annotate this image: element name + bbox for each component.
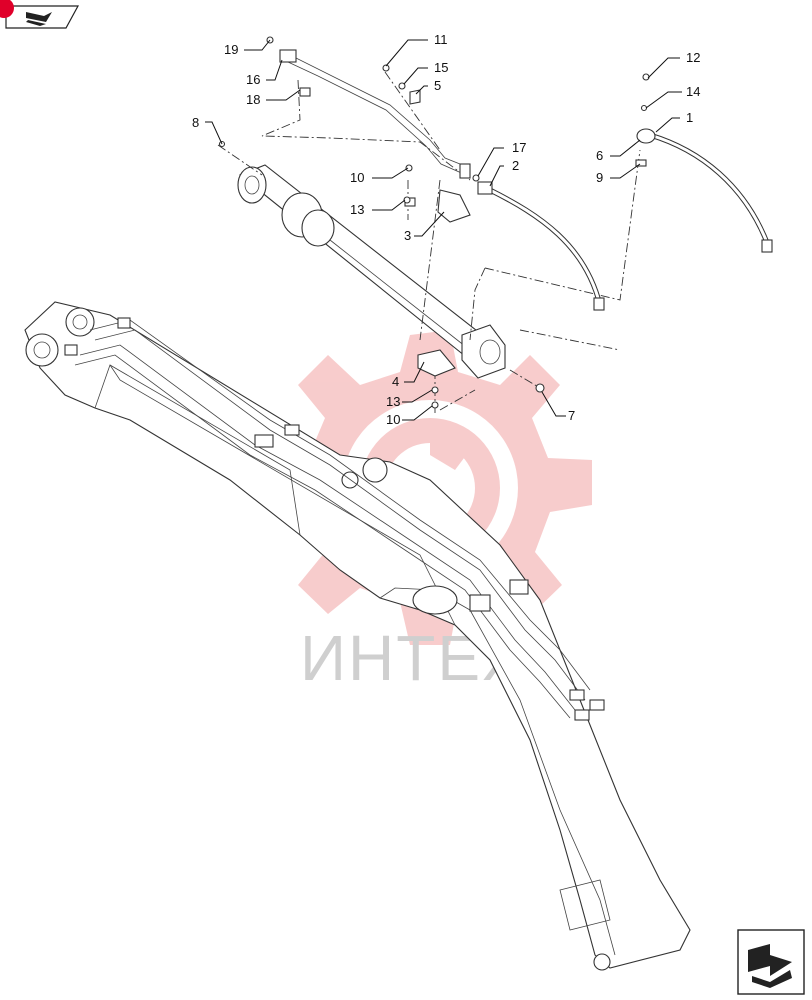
next-page-button[interactable] xyxy=(737,929,805,995)
callout-16: 16 xyxy=(246,72,260,87)
washer-15 xyxy=(398,82,406,90)
prev-page-button[interactable] xyxy=(0,0,80,29)
callout-labels: 19 16 18 8 11 15 5 17 2 10 13 3 12 14 1 … xyxy=(192,32,700,427)
clamp-4 xyxy=(417,349,456,377)
callout-3: 3 xyxy=(404,228,411,243)
clip-5 xyxy=(409,89,421,105)
callout-19: 19 xyxy=(224,42,238,57)
callout-15: 15 xyxy=(434,60,448,75)
callout-13-upper: 13 xyxy=(350,202,364,217)
callout-10-upper: 10 xyxy=(350,170,364,185)
book-page-forward-icon xyxy=(748,944,792,988)
washer-13a xyxy=(403,196,411,204)
bolt-10b xyxy=(431,401,439,409)
callout-8: 8 xyxy=(192,115,199,130)
washer-14 xyxy=(640,104,648,112)
callout-4: 4 xyxy=(392,374,399,389)
cylinder-end-block xyxy=(461,324,506,379)
hose-1 xyxy=(636,128,773,253)
callout-14: 14 xyxy=(686,84,700,99)
callout-5: 5 xyxy=(434,78,441,93)
callout-9: 9 xyxy=(596,170,603,185)
callout-1: 1 xyxy=(686,110,693,125)
callout-17: 17 xyxy=(512,140,526,155)
callout-11: 11 xyxy=(434,32,448,47)
callout-leaders xyxy=(205,39,682,421)
hose-2 xyxy=(477,181,605,311)
plug-7 xyxy=(535,383,545,393)
callout-18: 18 xyxy=(246,92,260,107)
bolt-12 xyxy=(642,73,650,81)
callout-6: 6 xyxy=(596,148,603,163)
callout-7: 7 xyxy=(568,408,575,423)
callout-10-lower: 10 xyxy=(386,412,400,427)
bolt-11 xyxy=(382,64,390,72)
callout-13-lower: 13 xyxy=(386,394,400,409)
callout-2: 2 xyxy=(512,158,519,173)
callout-12: 12 xyxy=(686,50,700,65)
oring-17 xyxy=(472,174,480,182)
book-page-back-icon xyxy=(26,12,52,26)
boom-arm xyxy=(24,301,691,971)
bolt-10a xyxy=(405,164,413,172)
tube-assembly-upper xyxy=(279,49,471,179)
notification-badge xyxy=(0,0,14,18)
washer-13b xyxy=(431,386,439,394)
clip-6 xyxy=(635,159,647,167)
clamp-3 xyxy=(404,189,471,223)
